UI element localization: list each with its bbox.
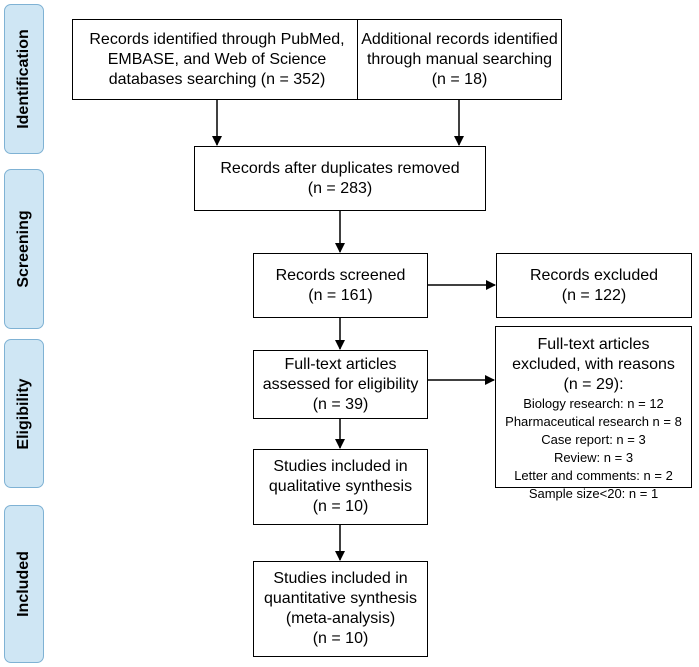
box-records-screened: Records screened (n = 161) (253, 253, 428, 318)
box-line: (n = 122) (561, 286, 627, 304)
exclusion-reason: Biology research: n = 12 (523, 396, 664, 411)
box-records-identified-manual: Additional records identified through ma… (357, 19, 562, 100)
box-line: Records excluded (529, 266, 659, 284)
box-line: Records after duplicates removed (220, 159, 460, 177)
box-line: Studies included in (273, 458, 408, 475)
box-line: (n = 10) (312, 630, 369, 647)
box-line: (n = 283) (307, 179, 373, 197)
box-line: (n = 10) (312, 498, 369, 515)
box-line: Records screened (275, 266, 406, 284)
phase-screening: Screening (4, 169, 44, 329)
box-line: excluded, with reasons (512, 356, 675, 373)
box-line: Full-text articles (284, 355, 397, 373)
box-records-excluded: Records excluded (n = 122) (496, 253, 692, 318)
box-line: (n = 18) (431, 70, 488, 88)
box-line: (n = 29): (563, 376, 624, 393)
box-line: Records identified through PubMed, (89, 30, 345, 48)
exclusion-reason: Case report: n = 3 (541, 432, 646, 447)
exclusion-reason: Review: n = 3 (553, 450, 634, 465)
exclusion-reason: Pharmaceutical research n = 8 (505, 414, 682, 429)
box-line: through manual searching (366, 50, 552, 68)
box-fulltext-assessed: Full-text articles assessed for eligibil… (253, 350, 428, 419)
box-line: (meta-analysis) (285, 610, 396, 627)
box-line: (n = 39) (312, 395, 369, 413)
exclusion-reason: Letter and comments: n = 2 (514, 468, 673, 483)
box-line: quantitative synthesis (264, 590, 417, 607)
box-qualitative-synthesis: Studies included in qualitative synthesi… (253, 449, 428, 525)
phase-eligibility: Eligibility (4, 339, 44, 488)
box-line: databases searching (n = 352) (108, 70, 326, 88)
exclusion-reason: Sample size<20: n = 1 (528, 486, 659, 501)
box-line: (n = 161) (308, 286, 373, 304)
box-line: EMBASE, and Web of Science (107, 50, 327, 68)
box-line: Additional records identified (361, 30, 558, 48)
box-line: assessed for eligibility (262, 375, 419, 393)
box-quantitative-synthesis: Studies included in quantitative synthes… (253, 561, 428, 657)
box-line: Full-text articles (537, 336, 650, 353)
box-records-after-duplicates: Records after duplicates removed (n = 28… (194, 146, 486, 211)
box-line: qualitative synthesis (268, 478, 413, 495)
box-records-identified-databases: Records identified through PubMed, EMBAS… (72, 19, 362, 100)
box-line: Studies included in (273, 570, 408, 587)
box-fulltext-excluded: Full-text articles excluded, with reason… (495, 326, 692, 501)
phase-identification: Identification (4, 4, 44, 154)
phase-included: Included (4, 505, 44, 663)
